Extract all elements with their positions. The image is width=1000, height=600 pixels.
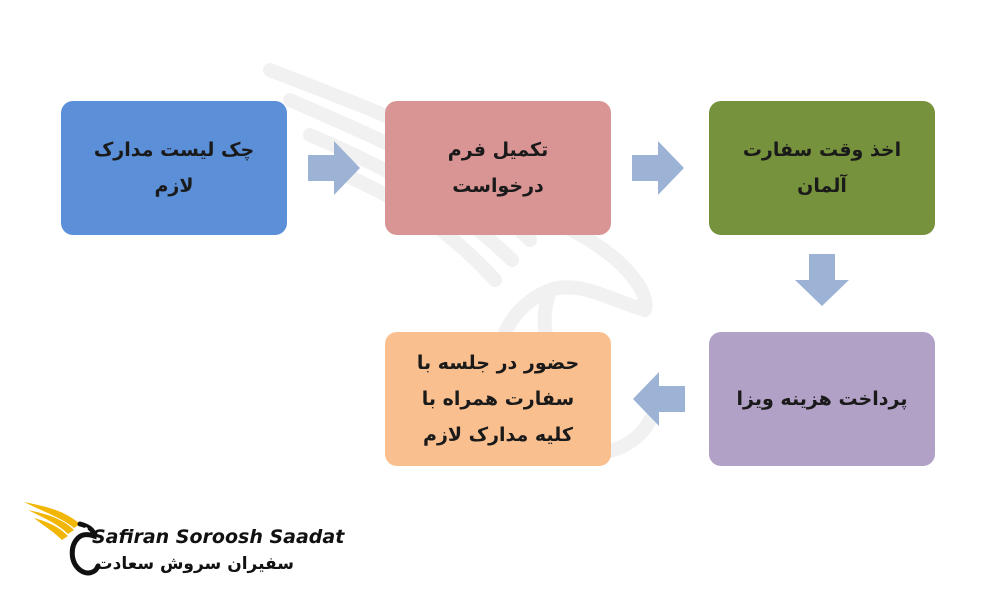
step-application-form-box: تکمیل فرم درخواست	[385, 101, 611, 235]
step-checklist-label: چک لیست مدارک لازم	[93, 139, 255, 197]
brand-name-en: Safiran Soroosh Saadat	[92, 526, 345, 548]
step-embassy-appointment-box: اخذ وقت سفارت آلمان	[709, 101, 935, 235]
brand-name-fa: سفیران سروش سعادت	[95, 554, 294, 574]
arrow-down-icon	[795, 254, 849, 306]
bird-logo-icon	[24, 502, 101, 576]
arrow-left-icon	[633, 372, 685, 426]
step-visa-fee-box: پرداخت هزینه ویزا	[709, 332, 935, 466]
step-embassy-appointment-label: اخذ وقت سفارت آلمان	[742, 139, 902, 197]
step-checklist-box: چک لیست مدارک لازم	[61, 101, 287, 235]
step-embassy-interview-label: حضور در جلسه با سفارت همراه با کلیه مدار…	[416, 352, 580, 446]
arrow-right-icon	[308, 141, 360, 195]
arrow-right-icon	[632, 141, 684, 195]
step-embassy-interview-box: حضور در جلسه با سفارت همراه با کلیه مدار…	[385, 332, 611, 466]
step-visa-fee-label: پرداخت هزینه ویزا	[736, 388, 908, 410]
step-application-form-label: تکمیل فرم درخواست	[447, 139, 549, 197]
brand-logo: Safiran Soroosh Saadat سفیران سروش سعادت	[22, 496, 344, 586]
